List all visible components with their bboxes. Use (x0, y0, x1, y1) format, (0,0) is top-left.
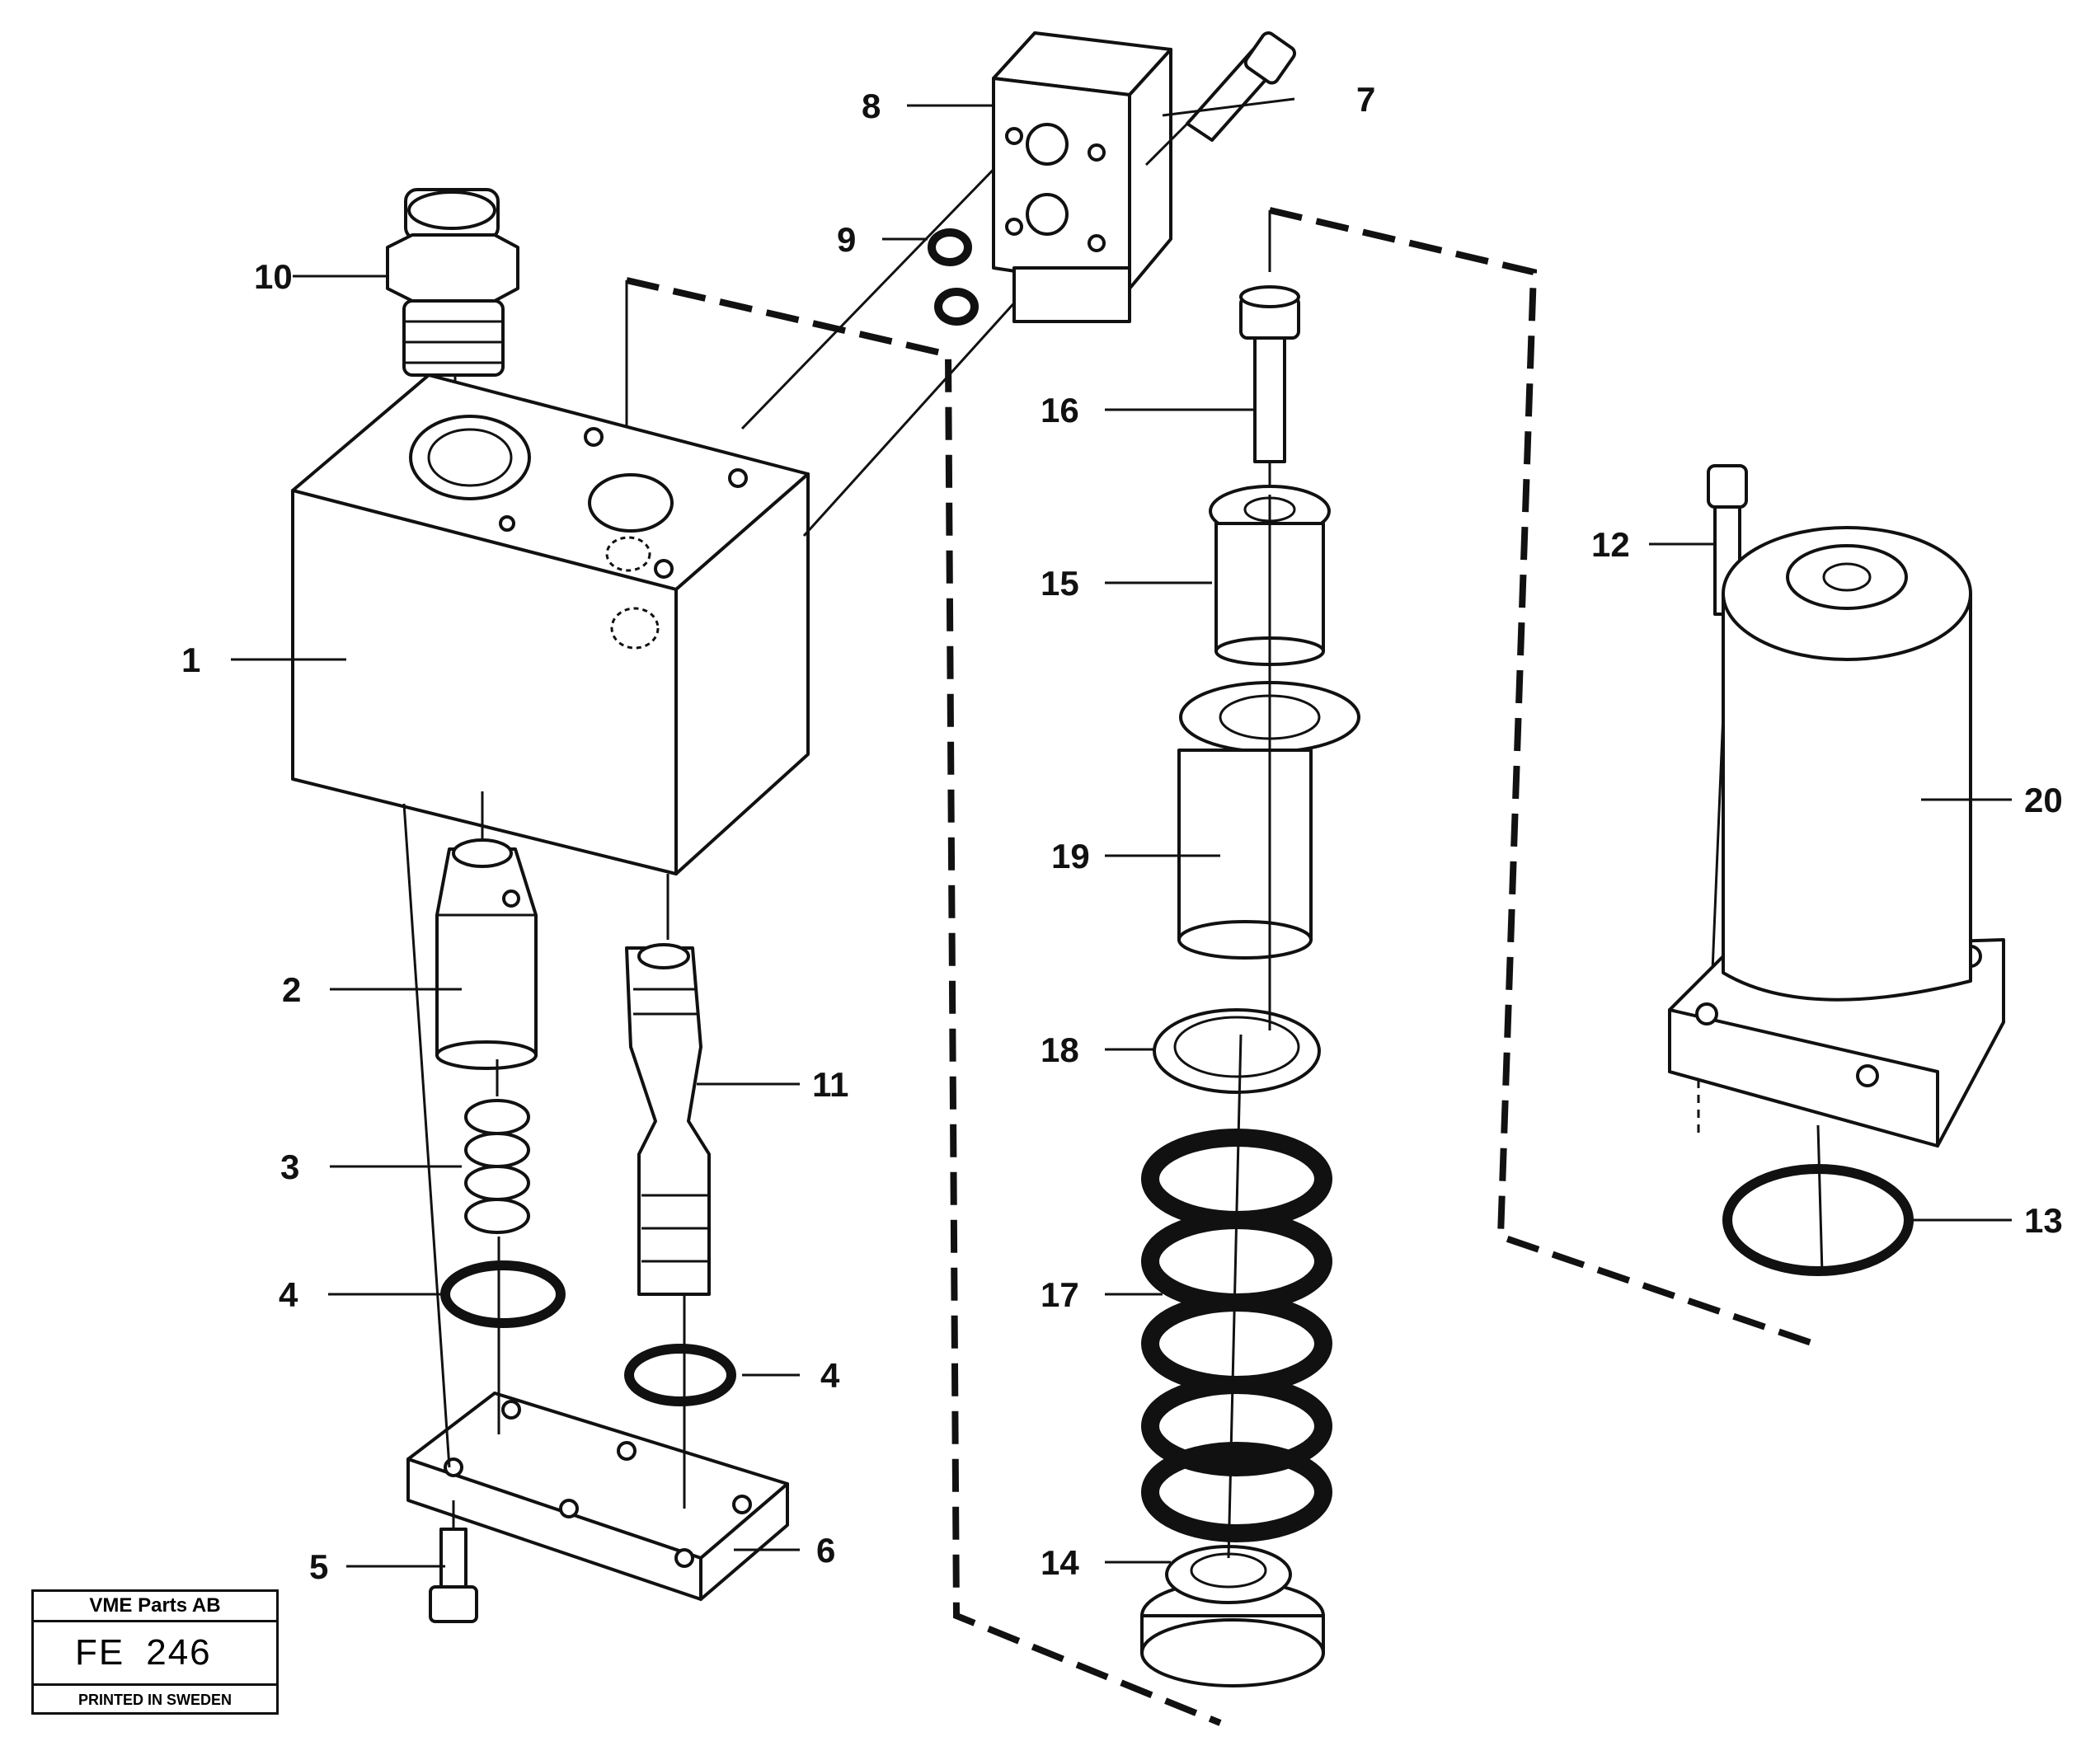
part-13-o-ring (1722, 1164, 1914, 1276)
callout-20: 20 (2024, 781, 2063, 819)
callout-labels: 1 2 3 4 4 5 6 7 8 9 10 11 12 13 14 15 16… (181, 80, 2063, 1586)
part-9-seal-rings (928, 228, 979, 326)
drawing-number: FE 246 (34, 1622, 276, 1686)
part-6-cover-plate (402, 803, 789, 1601)
callout-19: 19 (1051, 837, 1090, 875)
part-11-threaded-rod (625, 874, 711, 1296)
callout-5: 5 (309, 1547, 328, 1586)
part-1-valve-block (291, 155, 1073, 875)
group-code: FE (75, 1632, 125, 1673)
part-16-bolt (1239, 285, 1300, 495)
part-14-spring-seat (1140, 1545, 1325, 1687)
part-8-valve-head (992, 31, 1172, 323)
callout-1: 1 (181, 641, 200, 679)
callout-18: 18 (1041, 1030, 1079, 1069)
part-7-screw (1144, 31, 1297, 167)
part-5-screw (429, 1500, 478, 1623)
callout-16: 16 (1041, 391, 1079, 429)
part-20-cylinder-housing (1668, 526, 2005, 1148)
callout-14: 14 (1041, 1543, 1079, 1582)
callout-2: 2 (282, 970, 301, 1009)
callout-10: 10 (254, 257, 293, 296)
part-4-o-rings (440, 1260, 736, 1406)
part-2-plunger (435, 791, 538, 1070)
callout-7: 7 (1356, 80, 1375, 119)
group-number: 246 (146, 1632, 212, 1673)
callout-4-left: 4 (279, 1275, 298, 1314)
leader-lines (231, 97, 2012, 1568)
part-3-spool (464, 1059, 530, 1234)
part-19-cup (1177, 681, 1360, 960)
callout-8: 8 (862, 87, 881, 125)
callout-3: 3 (280, 1148, 299, 1186)
callout-4-right: 4 (820, 1356, 840, 1395)
callout-9: 9 (837, 220, 856, 259)
printed-note: PRINTED IN SWEDEN (78, 1692, 232, 1708)
assembly-axis-lines (497, 495, 1824, 1559)
company-name: VME Parts AB (34, 1592, 276, 1622)
callout-11: 11 (812, 1065, 848, 1104)
callout-15: 15 (1041, 564, 1079, 603)
callout-6: 6 (816, 1531, 835, 1570)
callout-17: 17 (1041, 1275, 1079, 1314)
part-18-washer (1153, 1008, 1321, 1094)
assembly-dashed-lines (625, 207, 1816, 1726)
part-10-fitting (386, 188, 519, 495)
title-block: VME Parts AB FE 246 PRINTED IN SWEDEN (31, 1589, 279, 1715)
callout-13: 13 (2024, 1201, 2063, 1240)
callout-12: 12 (1591, 525, 1630, 564)
